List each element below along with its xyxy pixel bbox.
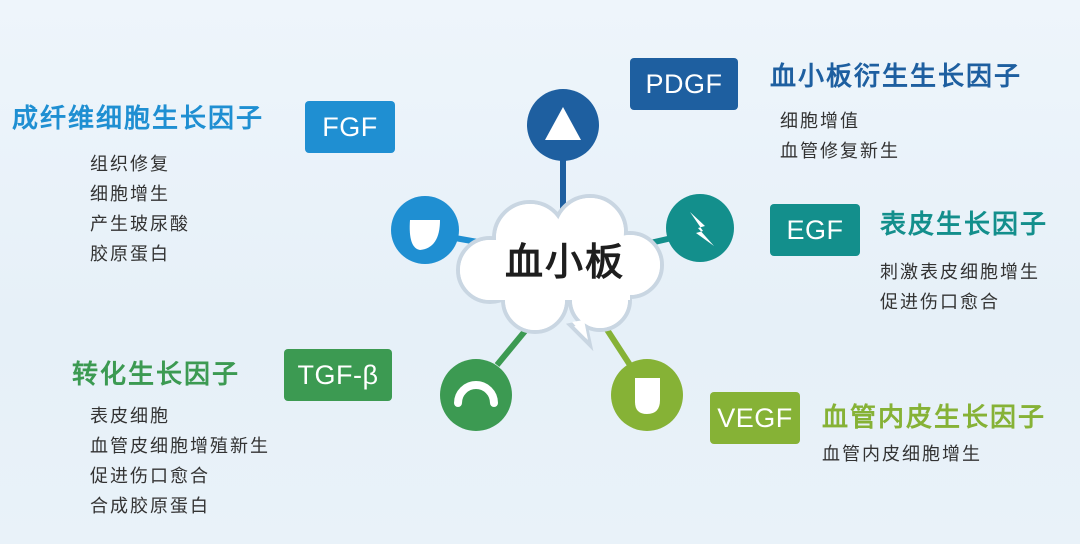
tgf-item: 表皮细胞 (90, 406, 170, 427)
pdgf-badge: PDGF (630, 58, 738, 110)
tgf-item: 血管皮细胞增殖新生 (90, 436, 270, 457)
vegf-node (611, 359, 683, 431)
platelet-cloud (456, 194, 664, 352)
vegf-title: 血管内皮生长因子 (822, 403, 1047, 433)
fgf-badge: FGF (305, 101, 395, 153)
tgf-node (440, 359, 512, 431)
fgf-title: 成纤维细胞生长因子 (12, 104, 265, 134)
fgf-description: 组织修复 细胞增生 产生玻尿酸 胶原蛋白 (90, 150, 190, 270)
tgf-title: 转化生长因子 (72, 360, 241, 390)
pdgf-title: 血小板衍生生长因子 (770, 62, 1023, 92)
pdgf-item: 血管修复新生 (780, 141, 900, 162)
egf-badge: EGF (770, 204, 860, 256)
fgf-node (391, 196, 459, 264)
egf-node (666, 194, 734, 262)
connector-vegf (601, 323, 633, 367)
triangle-icon (545, 107, 581, 140)
center-label: 血小板 (504, 240, 625, 284)
egf-item: 促进伤口愈合 (880, 292, 1000, 313)
tgf-badge: TGF-β (284, 349, 392, 401)
egf-item: 刺激表皮细胞增生 (880, 262, 1040, 283)
tgf-item: 合成胶原蛋白 (90, 496, 210, 517)
egf-description: 刺激表皮细胞增生 促进伤口愈合 (880, 258, 1040, 318)
pdgf-item: 细胞增值 (780, 111, 860, 132)
half-circle-icon (409, 220, 440, 250)
vegf-badge: VEGF (710, 392, 800, 444)
fgf-item: 产生玻尿酸 (90, 214, 190, 235)
vegf-description: 血管内皮细胞增生 (822, 440, 982, 470)
tgf-item: 促进伤口愈合 (90, 466, 210, 487)
fgf-item: 组织修复 (90, 154, 170, 175)
pdgf-node (527, 89, 599, 161)
leaf-icon (635, 378, 660, 414)
fgf-item: 胶原蛋白 (90, 244, 170, 265)
fgf-item: 细胞增生 (90, 184, 170, 205)
tgf-description: 表皮细胞 血管皮细胞增殖新生 促进伤口愈合 合成胶原蛋白 (90, 402, 270, 522)
pdgf-description: 细胞增值 血管修复新生 (780, 107, 900, 167)
arc-icon (454, 381, 498, 407)
vegf-item: 血管内皮细胞增生 (822, 444, 982, 465)
lightning-icon (690, 212, 714, 246)
egf-title: 表皮生长因子 (880, 210, 1049, 240)
